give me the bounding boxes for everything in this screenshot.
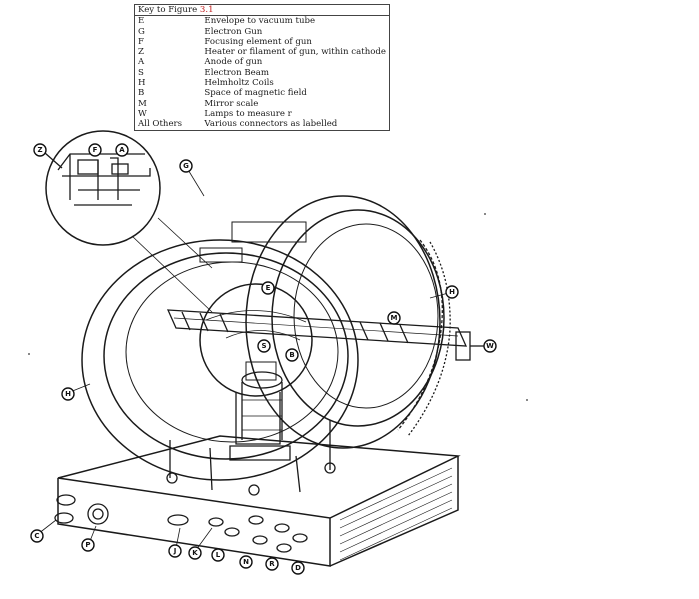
key-caption: Key to Figure 3.1 bbox=[134, 4, 390, 17]
label-m: M bbox=[387, 311, 401, 325]
svg-text:A: A bbox=[119, 146, 125, 154]
key-description: Electron Gun bbox=[204, 26, 263, 37]
svg-text:P: P bbox=[85, 541, 90, 549]
key-code: H bbox=[138, 78, 146, 89]
label-h-left: H bbox=[61, 387, 75, 401]
coil-left bbox=[81, 239, 359, 481]
svg-text:B: B bbox=[289, 351, 294, 359]
leader-lines bbox=[37, 167, 453, 551]
vacuum-tube bbox=[199, 283, 313, 461]
svg-text:S: S bbox=[261, 342, 266, 350]
svg-text:N: N bbox=[243, 558, 249, 566]
coil-right bbox=[231, 195, 451, 449]
label-k: K bbox=[188, 546, 202, 560]
svg-text:J: J bbox=[173, 547, 177, 555]
key-row: E Envelope to vacuum tube bbox=[135, 16, 390, 27]
label-r: R bbox=[265, 557, 279, 571]
key-row: Z Heater or filament of gun, within catho… bbox=[135, 47, 390, 57]
label-z: Z bbox=[33, 143, 47, 157]
label-b: B bbox=[285, 348, 299, 362]
mirror-scale bbox=[166, 309, 468, 347]
key-code: E bbox=[138, 16, 145, 27]
key-row: G Electron Gun bbox=[135, 27, 390, 37]
svg-text:H: H bbox=[65, 390, 71, 398]
key-description: Various connectors as labelled bbox=[204, 119, 338, 130]
svg-text:F: F bbox=[93, 146, 98, 154]
svg-text:K: K bbox=[192, 549, 198, 557]
key-description: Mirror scale bbox=[204, 98, 259, 109]
label-n: N bbox=[239, 555, 253, 569]
label-f: F bbox=[88, 143, 102, 157]
key-code: S bbox=[138, 67, 144, 78]
key-description: Envelope to vacuum tube bbox=[204, 16, 316, 27]
key-description: Lamps to measure r bbox=[204, 108, 292, 119]
svg-text:M: M bbox=[391, 314, 398, 322]
key-row: M Mirror scale bbox=[135, 99, 390, 109]
callout-labels: Z F A G E S B H M W H C P J K L N R D bbox=[30, 143, 497, 575]
key-description: Focusing element of gun bbox=[204, 36, 312, 47]
label-a: A bbox=[115, 143, 129, 157]
key-row: W Lamps to measure r bbox=[135, 109, 390, 119]
key-code: B bbox=[138, 88, 145, 99]
svg-text:H: H bbox=[449, 288, 455, 296]
key-row: S Electron Beam bbox=[135, 68, 390, 78]
key-code: M bbox=[138, 98, 147, 109]
label-d: D bbox=[291, 561, 305, 575]
label-c: C bbox=[30, 529, 44, 543]
svg-text:Z: Z bbox=[37, 146, 42, 154]
key-row: H Helmholtz Coils bbox=[135, 78, 390, 88]
gun-detail-inset bbox=[44, 130, 213, 313]
key-row: All Others Various connectors as labelled bbox=[135, 119, 390, 130]
key-description: Electron Beam bbox=[204, 67, 270, 78]
base-connectors bbox=[54, 494, 308, 553]
stray-specks bbox=[28, 213, 528, 401]
svg-text:L: L bbox=[216, 551, 221, 559]
key-row: B Space of magnetic field bbox=[135, 88, 390, 98]
svg-text:E: E bbox=[266, 284, 271, 292]
figure-key-table: Key to Figure 3.1 E Envelope to vacuum tu… bbox=[134, 4, 390, 131]
key-caption-row: Key to Figure 3.1 bbox=[134, 4, 390, 17]
label-l: L bbox=[211, 548, 225, 562]
svg-text:D: D bbox=[295, 564, 301, 572]
key-description: Anode of gun bbox=[204, 57, 263, 68]
label-g: G bbox=[179, 159, 193, 173]
label-s: S bbox=[257, 339, 271, 353]
key-code: Z bbox=[138, 47, 144, 58]
key-row: A Anode of gun bbox=[135, 57, 390, 67]
key-row: F Focusing element of gun bbox=[135, 37, 390, 47]
label-p: P bbox=[81, 538, 95, 552]
label-e: E bbox=[261, 281, 275, 295]
key-code: A bbox=[138, 57, 145, 68]
label-j: J bbox=[168, 544, 182, 558]
key-description: Space of magnetic field bbox=[204, 88, 307, 99]
svg-text:R: R bbox=[269, 560, 275, 568]
key-code: G bbox=[138, 26, 145, 37]
svg-text:G: G bbox=[183, 162, 189, 170]
key-code: All Others bbox=[138, 119, 183, 130]
label-h-right: H bbox=[445, 285, 459, 299]
lamps bbox=[455, 331, 484, 361]
key-description: Helmholtz Coils bbox=[204, 78, 274, 89]
key-code: F bbox=[138, 36, 144, 47]
svg-text:W: W bbox=[486, 342, 494, 350]
base-box bbox=[57, 435, 461, 567]
key-code: W bbox=[138, 108, 147, 119]
svg-text:C: C bbox=[34, 532, 39, 540]
key-description: Heater or filament of gun, within cathod… bbox=[204, 47, 386, 58]
figure-number: 3.1 bbox=[199, 5, 214, 15]
label-w: W bbox=[483, 339, 497, 353]
